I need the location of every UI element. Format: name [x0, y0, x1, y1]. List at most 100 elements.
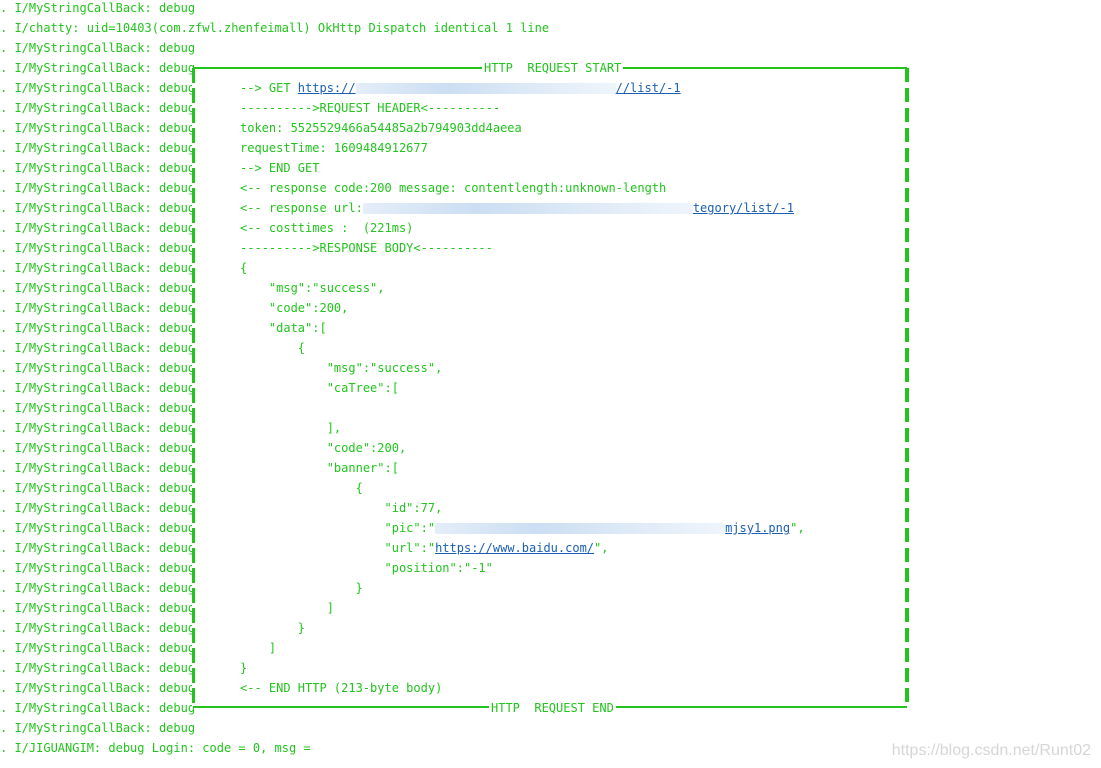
request-start-label: HTTP REQUEST START — [482, 59, 624, 77]
log-text: <-- response url: — [240, 201, 363, 215]
log-tag: . I/MyStringCallBack: debug — [0, 721, 196, 735]
log-text: ---------->RESPONSE BODY<---------- — [240, 241, 493, 255]
log-tag: . I/MyStringCallBack: debug — [0, 61, 196, 75]
log-text: } — [240, 661, 248, 675]
log-text: --> GET — [240, 81, 298, 95]
log-message: } — [240, 578, 363, 598]
log-text: "banner":[ — [240, 461, 399, 475]
log-message: ] — [240, 598, 334, 618]
log-tag: . I/MyStringCallBack: debug — [0, 341, 196, 355]
log-link[interactable]: //list/-1 — [615, 81, 681, 95]
log-tag: . I/JIGUANGIM: debug Login: code = 0, ms… — [0, 741, 311, 755]
log-text: } — [240, 581, 363, 595]
log-text: "id":77, — [240, 501, 443, 515]
log-link[interactable]: https://www.baidu.com/ — [435, 541, 595, 555]
log-text: ], — [240, 421, 342, 435]
log-message: "msg":"success", — [240, 358, 443, 378]
log-tag: . I/MyStringCallBack: debug — [0, 141, 196, 155]
request-end-label: HTTP REQUEST END — [489, 699, 616, 717]
log-tag: . I/MyStringCallBack: debug — [0, 81, 196, 95]
log-message: <-- costtimes : (221ms) — [240, 218, 413, 238]
log-message: "id":77, — [240, 498, 442, 518]
log-tag: . I/MyStringCallBack: debug — [0, 621, 196, 635]
log-tag: . I/MyStringCallBack: debug — [0, 121, 196, 135]
log-message: <-- response url: tegory/list/-1 — [240, 198, 794, 218]
log-text: "code":200, — [240, 301, 349, 315]
log-link[interactable]: mjsy1.png — [725, 521, 791, 535]
log-tag: . I/MyStringCallBack: debug — [0, 681, 196, 695]
log-text: { — [240, 341, 306, 355]
redacted-region — [435, 523, 726, 534]
log-text: --> END GET — [240, 161, 320, 175]
log-message: ] — [240, 638, 276, 658]
log-tag: . I/MyStringCallBack: debug — [0, 421, 196, 435]
log-message: { — [240, 338, 305, 358]
log-text: { — [240, 481, 363, 495]
log-message: ---------->REQUEST HEADER<---------- — [240, 98, 500, 118]
log-tag: . I/MyStringCallBack: debug — [0, 41, 196, 55]
log-tag: . I/MyStringCallBack: debug — [0, 261, 196, 275]
log-message: ---------->RESPONSE BODY<---------- — [240, 238, 493, 258]
log-tag: . I/MyStringCallBack: debug — [0, 181, 196, 195]
log-message: <-- END HTTP (213-byte body) — [240, 678, 442, 698]
log-tag: . I/MyStringCallBack: debug — [0, 661, 196, 675]
log-message: "pic":" mjsy1.png", — [240, 518, 805, 538]
log-message: "caTree":[ — [240, 378, 399, 398]
log-message: --> GET https:// //list/-1 — [240, 78, 681, 98]
log-tag: . I/MyStringCallBack: debug — [0, 1, 196, 15]
log-text: "pic":" — [240, 521, 436, 535]
log-tag: . I/MyStringCallBack: debug — [0, 301, 196, 315]
log-text: <-- response code:200 message: contentle… — [240, 181, 667, 195]
log-message: "url":"https://www.baidu.com/", — [240, 538, 608, 558]
request-box-right-border — [905, 68, 909, 708]
log-message: "code":200, — [240, 438, 406, 458]
log-text: "data":[ — [240, 321, 327, 335]
log-message: { — [240, 478, 363, 498]
watermark: https://blog.csdn.net/Runt02 — [891, 742, 1091, 759]
log-text: "position":"-1" — [240, 561, 493, 575]
log-tag: . I/MyStringCallBack: debug — [0, 401, 196, 415]
log-message: token: 5525529466a54485a2b794903dd4aeea — [240, 118, 522, 138]
log-text: "url":" — [240, 541, 436, 555]
log-tag: . I/MyStringCallBack: debug — [0, 581, 196, 595]
log-message: --> END GET — [240, 158, 319, 178]
log-text: requestTime: 1609484912677 — [240, 141, 428, 155]
log-tag: . I/MyStringCallBack: debug — [0, 161, 196, 175]
log-text: ] — [240, 601, 334, 615]
log-text: ] — [240, 641, 277, 655]
log-link[interactable]: tegory/list/-1 — [692, 201, 794, 215]
log-text: "caTree":[ — [240, 381, 399, 395]
log-text: "msg":"success", — [240, 281, 385, 295]
log-tag: . I/MyStringCallBack: debug — [0, 241, 196, 255]
log-text: token: 5525529466a54485a2b794903dd4aeea — [240, 121, 522, 135]
log-text: <-- costtimes : (221ms) — [240, 221, 414, 235]
log-tag: . I/MyStringCallBack: debug — [0, 461, 196, 475]
log-tag: . I/MyStringCallBack: debug — [0, 561, 196, 575]
log-text: "msg":"success", — [240, 361, 443, 375]
log-tag: . I/MyStringCallBack: debug — [0, 641, 196, 655]
log-tag: . I/chatty: uid=10403(com.zfwl.zhenfeima… — [0, 21, 550, 35]
log-tag: . I/MyStringCallBack: debug — [0, 281, 196, 295]
log-tag: . I/MyStringCallBack: debug — [0, 701, 196, 715]
log-link[interactable]: https:// — [297, 81, 356, 95]
log-message: { — [240, 258, 247, 278]
request-box-left-border — [192, 68, 195, 708]
log-message: } — [240, 618, 305, 638]
log-text: ---------->REQUEST HEADER<---------- — [240, 101, 501, 115]
log-text: "code":200, — [240, 441, 407, 455]
log-message: "data":[ — [240, 318, 327, 338]
log-tag: . I/MyStringCallBack: debug — [0, 101, 196, 115]
log-text: } — [240, 621, 306, 635]
log-tag: . I/MyStringCallBack: debug — [0, 381, 196, 395]
log-tag: . I/MyStringCallBack: debug — [0, 481, 196, 495]
log-message: requestTime: 1609484912677 — [240, 138, 428, 158]
log-tag: . I/MyStringCallBack: debug — [0, 221, 196, 235]
log-tag: . I/MyStringCallBack: debug — [0, 501, 196, 515]
redacted-region — [355, 83, 616, 94]
log-message: } — [240, 658, 247, 678]
log-text: ", — [790, 521, 805, 535]
log-tag: . I/MyStringCallBack: debug — [0, 201, 196, 215]
log-tag: . I/MyStringCallBack: debug — [0, 601, 196, 615]
log-message: <-- response code:200 message: contentle… — [240, 178, 666, 198]
log-tag: . I/MyStringCallBack: debug — [0, 321, 196, 335]
